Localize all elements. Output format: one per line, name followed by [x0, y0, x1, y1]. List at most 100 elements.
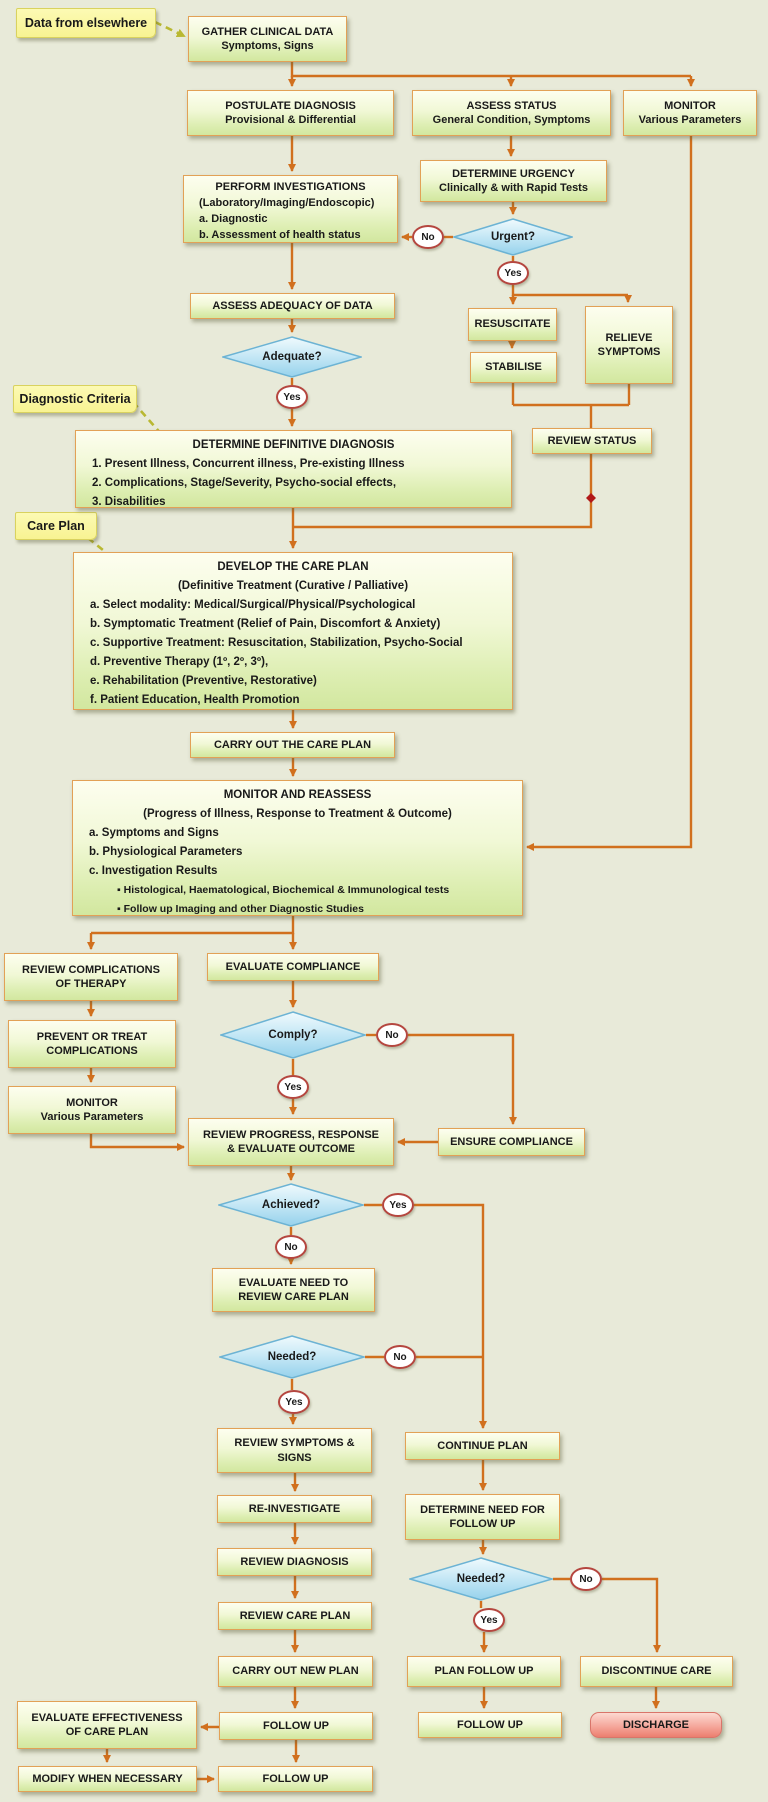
badge-no-achieved-label: No	[284, 1241, 298, 1253]
develop-care-plan-line-6: e. Rehabilitation (Preventive, Restorati…	[90, 675, 317, 687]
plan-follow-up-line-0: PLAN FOLLOW UP	[434, 1665, 534, 1678]
badge-yes-adequate-label: Yes	[283, 391, 301, 403]
develop-care-plan-line-3: b. Symptomatic Treatment (Relief of Pain…	[90, 618, 441, 630]
badge-yes-achieved: Yes	[382, 1193, 414, 1217]
follow-up-2: FOLLOW UP	[218, 1766, 373, 1792]
monitor-and-reassess-line-4: c. Investigation Results	[89, 865, 218, 877]
continue-plan: CONTINUE PLAN	[405, 1432, 560, 1460]
follow-up-1: FOLLOW UP	[219, 1712, 373, 1740]
decision-needed-2-label: Needed?	[456, 1573, 506, 1585]
evaluate-compliance-line-0: EVALUATE COMPLIANCE	[225, 960, 361, 973]
stabilise-line-0: STABILISE	[485, 361, 542, 374]
perform-investigations-line-1: (Laboratory/Imaging/Endoscopic)	[199, 197, 375, 209]
follow-up-3: FOLLOW UP	[418, 1712, 562, 1738]
review-progress-evaluate-outcome-line-1: & EVALUATE OUTCOME	[227, 1143, 355, 1155]
monitor-parameters-left-line-1: Various Parameters	[40, 1111, 144, 1123]
review-progress-evaluate-outcome-line-0: REVIEW PROGRESS, RESPONSE	[202, 1128, 380, 1141]
decision-adequate-shape	[220, 336, 364, 378]
gather-clinical-data: GATHER CLINICAL DATA Symptoms, Signs	[188, 16, 347, 62]
review-care-plan: REVIEW CARE PLAN	[218, 1602, 372, 1630]
badge-yes-needed-1: Yes	[278, 1390, 310, 1414]
resuscitate: RESUSCITATE	[468, 308, 557, 341]
badge-no-comply-label: No	[385, 1029, 399, 1041]
determine-urgency-line-0: DETERMINE URGENCY	[452, 167, 575, 180]
evaluate-compliance: EVALUATE COMPLIANCE	[207, 953, 379, 981]
relieve-symptoms-line-0: RELIEVE	[605, 331, 653, 344]
relieve-symptoms-line-1: SYMPTOMS	[597, 346, 661, 358]
follow-up-2-line-0: FOLLOW UP	[262, 1772, 329, 1785]
assess-adequacy-of-data: ASSESS ADEQUACY OF DATA	[190, 293, 395, 319]
develop-care-plan: DEVELOP THE CARE PLAN(Definitive Treatme…	[73, 552, 513, 710]
decision-needed-1-label: Needed?	[267, 1351, 317, 1363]
monitor-and-reassess-line-5: ▪ Histological, Haematological, Biochemi…	[117, 884, 450, 896]
badge-no-comply: No	[376, 1023, 408, 1047]
modify-when-necessary-line-0: MODIFY WHEN NECESSARY	[32, 1772, 183, 1785]
badge-no-needed-2-label: No	[579, 1573, 593, 1585]
develop-care-plan-line-4: c. Supportive Treatment: Resuscitation, …	[90, 637, 463, 649]
decision-comply: Comply?	[218, 1011, 368, 1059]
postulate-diagnosis-line-0: POSTULATE DIAGNOSIS	[225, 99, 356, 112]
review-symptoms-signs: REVIEW SYMPTOMS &SIGNS	[217, 1428, 372, 1473]
review-care-plan-line-0: REVIEW CARE PLAN	[239, 1609, 351, 1622]
assess-adequacy-of-data-line-0: ASSESS ADEQUACY OF DATA	[212, 299, 373, 312]
determine-urgency-line-1: Clinically & with Rapid Tests	[439, 182, 588, 194]
review-diagnosis: REVIEW DIAGNOSIS	[217, 1548, 372, 1576]
decision-adequate: Adequate?	[220, 336, 364, 378]
decision-urgent-label: Urgent?	[490, 231, 536, 243]
decision-urgent: Urgent?	[451, 218, 575, 256]
badge-yes-urgent-label: Yes	[504, 267, 522, 279]
badge-no-needed-2: No	[570, 1567, 602, 1591]
prevent-or-treat-complications-line-0: PREVENT OR TREAT	[36, 1030, 148, 1043]
review-status: REVIEW STATUS	[532, 428, 652, 454]
perform-investigations: PERFORM INVESTIGATIONS (Laboratory/Imagin…	[183, 175, 398, 243]
callout-diagnostic-criteria: Diagnostic Criteria	[13, 385, 137, 413]
perform-investigations-line-0: PERFORM INVESTIGATIONS	[215, 181, 366, 193]
plan-follow-up: PLAN FOLLOW UP	[407, 1656, 561, 1687]
callout-diagnostic-criteria-line-0: Diagnostic Criteria	[19, 392, 131, 406]
gather-clinical-data-line-1: Symptoms, Signs	[221, 40, 314, 52]
postulate-diagnosis: POSTULATE DIAGNOSIS Provisional & Differe…	[187, 90, 394, 136]
badge-yes-urgent: Yes	[497, 261, 529, 285]
monitor-parameters-top-line-1: Various Parameters	[638, 114, 742, 126]
junction-dot	[586, 493, 596, 503]
perform-investigations-line-2: a. Diagnostic	[199, 213, 268, 225]
decision-adequate-label: Adequate?	[262, 351, 322, 363]
monitor-and-reassess-line-1: (Progress of Illness, Response to Treatm…	[143, 808, 452, 820]
determine-definitive-diagnosis-line-1: 1. Present Illness, Concurrent illness, …	[92, 458, 405, 470]
badge-yes-adequate: Yes	[276, 385, 308, 409]
resuscitate-line-0: RESUSCITATE	[474, 318, 551, 331]
assess-status-line-1: General Condition, Symptoms	[432, 114, 591, 126]
determine-need-for-follow-up-line-1: FOLLOW UP	[449, 1518, 516, 1530]
callout-care-plan-line-0: Care Plan	[27, 519, 85, 533]
solid-connectors	[87, 62, 695, 1783]
monitor-and-reassess-line-3: b. Physiological Parameters	[89, 846, 243, 858]
badge-yes-achieved-label: Yes	[389, 1199, 407, 1211]
callout-care-plan: Care Plan	[15, 512, 97, 540]
determine-need-for-follow-up-line-0: DETERMINE NEED FOR	[420, 1503, 545, 1516]
monitor-parameters-top-line-0: MONITOR	[664, 99, 716, 112]
follow-up-3-line-0: FOLLOW UP	[457, 1718, 523, 1731]
assess-status: ASSESS STATUS General Condition, Symptoms	[412, 90, 611, 136]
badge-yes-comply-label: Yes	[284, 1081, 302, 1093]
callout-data-from-elsewhere-line-0: Data from elsewhere	[24, 16, 148, 30]
modify-when-necessary: MODIFY WHEN NECESSARY	[18, 1766, 197, 1792]
assess-status-line-0: ASSESS STATUS	[466, 99, 557, 112]
badge-yes-comply: Yes	[277, 1075, 309, 1099]
postulate-diagnosis-line-1: Provisional & Differential	[225, 114, 356, 126]
gather-clinical-data-line-0: GATHER CLINICAL DATA	[201, 25, 334, 38]
callout-data-from-elsewhere: Data from elsewhere	[16, 8, 156, 38]
carry-out-care-plan-line-0: CARRY OUT THE CARE PLAN	[213, 738, 372, 751]
determine-definitive-diagnosis-line-2: 2. Complications, Stage/Severity, Psycho…	[92, 477, 397, 489]
decision-urgent-shape	[451, 218, 575, 256]
develop-care-plan-line-1: (Definitive Treatment (Curative / Pallia…	[177, 580, 409, 592]
evaluate-effectiveness-of-care-plan-line-0: EVALUATE EFFECTIVENESS	[31, 1711, 183, 1724]
re-investigate: RE-INVESTIGATE	[217, 1495, 372, 1523]
carry-out-care-plan: CARRY OUT THE CARE PLAN	[190, 732, 395, 758]
re-investigate-line-0: RE-INVESTIGATE	[248, 1502, 341, 1515]
review-status-line-0: REVIEW STATUS	[547, 434, 637, 447]
